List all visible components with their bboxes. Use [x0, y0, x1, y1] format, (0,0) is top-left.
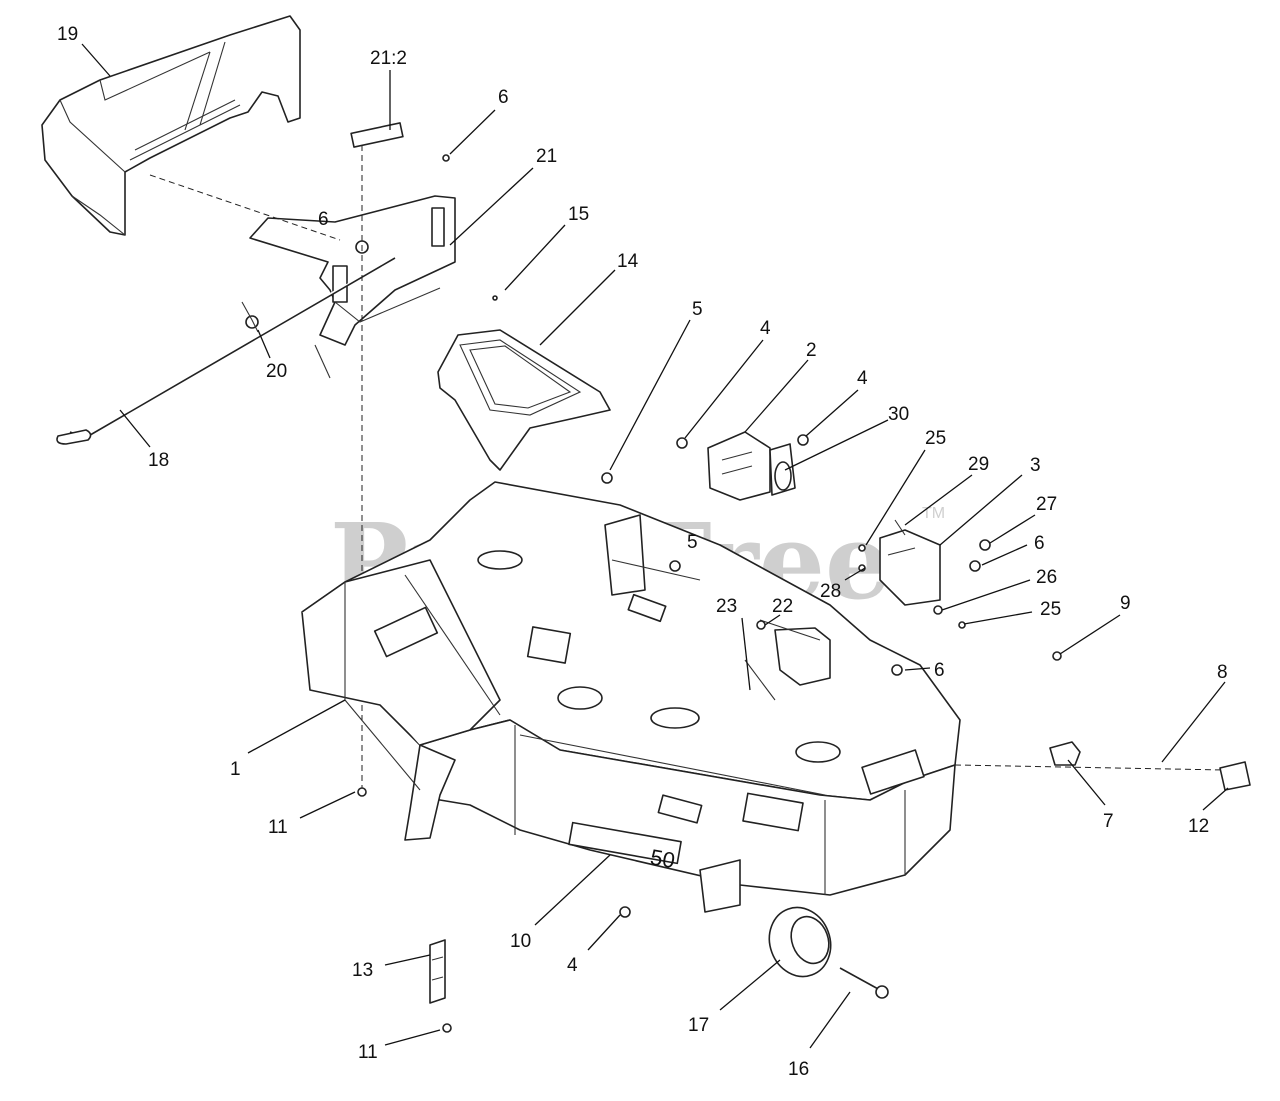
- callout: 16: [788, 1059, 809, 1080]
- bolt-11-b[interactable]: [442, 1023, 452, 1033]
- rear-hitch[interactable]: [744, 619, 831, 701]
- nut-6-top[interactable]: [442, 154, 450, 162]
- callout: 6: [1034, 533, 1045, 554]
- callout: 7: [1103, 811, 1114, 832]
- bolt-9[interactable]: [1052, 651, 1062, 661]
- callout: 3: [1030, 455, 1041, 476]
- callout: 26: [1036, 567, 1057, 588]
- pivot-bushing[interactable]: [769, 443, 796, 496]
- callout: 28: [820, 581, 841, 602]
- washer-26[interactable]: [933, 605, 943, 615]
- callout: 1: [230, 759, 241, 780]
- deck-decal: [861, 749, 925, 795]
- gauge-wheel[interactable]: [699, 859, 840, 985]
- callout: 14: [617, 251, 639, 272]
- decal: [350, 122, 404, 148]
- leader-lines: [81, 43, 1229, 1049]
- callout: 8: [1217, 662, 1228, 683]
- discharge-chute[interactable]: [41, 15, 301, 236]
- callout: 11: [358, 1042, 378, 1063]
- mounting-bracket[interactable]: [879, 519, 941, 606]
- callout: 4: [567, 955, 578, 976]
- callout: 4: [857, 368, 868, 389]
- nut-4[interactable]: [676, 437, 688, 449]
- callout: 25: [925, 428, 946, 449]
- bolt-11[interactable]: [357, 787, 367, 797]
- callout-labels: 19 21:2 6 21 6 15 14 20 18 5 4 2 4 30 25…: [57, 24, 1228, 1080]
- callout: 2: [806, 340, 817, 361]
- callout: 15: [568, 204, 589, 225]
- name-plate: [568, 821, 682, 865]
- nut-4-c[interactable]: [619, 906, 631, 918]
- callout: 22: [772, 596, 793, 617]
- hinge-bracket[interactable]: [429, 939, 446, 1004]
- watermark-tm: TM: [922, 505, 945, 522]
- bolt-25-b[interactable]: [858, 544, 866, 552]
- callout: 9: [1120, 593, 1131, 614]
- mower-deck[interactable]: 50: [301, 481, 961, 896]
- callout: 27: [1036, 494, 1057, 515]
- callout: 6: [498, 87, 509, 108]
- callout: 12: [1188, 816, 1209, 837]
- callout: 13: [352, 960, 373, 981]
- deck-model: 50: [648, 844, 676, 873]
- bolt-5-b[interactable]: [669, 560, 681, 572]
- wheel-bracket-12[interactable]: [1219, 761, 1251, 791]
- callout: 10: [510, 931, 531, 952]
- bolt-22[interactable]: [756, 620, 766, 630]
- callout: 25: [1040, 599, 1061, 620]
- callout: 21:2: [370, 48, 407, 69]
- spring-pin[interactable]: [241, 301, 259, 333]
- nut-4-b[interactable]: [797, 434, 809, 446]
- callout: 4: [760, 318, 771, 339]
- callout: 6: [934, 660, 945, 681]
- bolt-15[interactable]: [492, 295, 498, 301]
- callout: 21: [536, 146, 557, 167]
- callout: 19: [57, 24, 78, 45]
- callout: 17: [688, 1015, 709, 1036]
- callout: 23: [716, 596, 737, 617]
- callout: 6: [318, 209, 329, 230]
- callout: 5: [687, 532, 698, 553]
- callout: 18: [148, 450, 169, 471]
- nut-6-c[interactable]: [969, 560, 981, 572]
- belt-cover[interactable]: [437, 329, 611, 471]
- callout: 29: [968, 454, 989, 475]
- chute-rod[interactable]: [56, 257, 396, 445]
- alignment-line-3: [954, 764, 1226, 771]
- callout: 5: [692, 299, 703, 320]
- deck-decal: [373, 606, 439, 658]
- chute-bracket[interactable]: [249, 195, 456, 379]
- alignment-line-2: [149, 174, 341, 241]
- callout: 11: [268, 817, 288, 838]
- nut-6-d[interactable]: [891, 664, 903, 676]
- bolt-25[interactable]: [958, 621, 966, 629]
- wheel-bolt[interactable]: [839, 967, 889, 999]
- deck-decal: [742, 792, 804, 832]
- nut-27[interactable]: [979, 539, 991, 551]
- wheel-bracket-7[interactable]: [1049, 741, 1081, 766]
- callout: 30: [888, 404, 909, 425]
- bolt-5[interactable]: [601, 472, 613, 484]
- callout: 20: [266, 361, 287, 382]
- idler-bracket[interactable]: [707, 431, 771, 501]
